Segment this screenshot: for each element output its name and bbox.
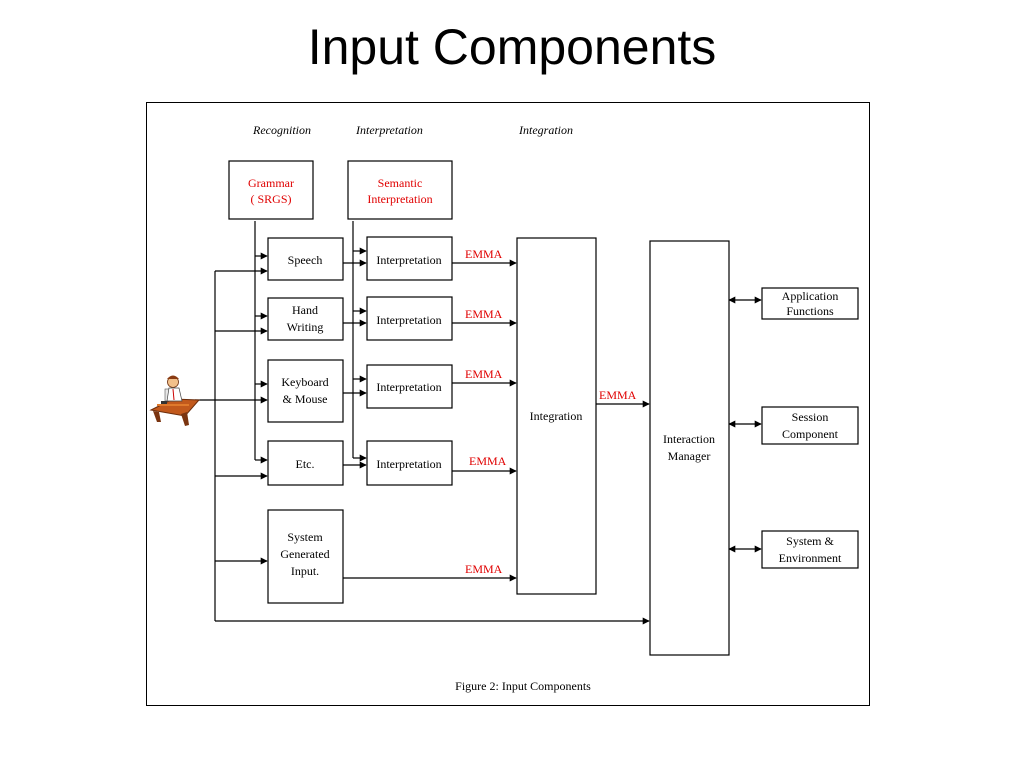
header-recognition: Recognition: [252, 123, 311, 137]
integration-label: Integration: [530, 409, 583, 423]
interaction-manager-label-line2: Manager: [668, 449, 711, 463]
emma-label: EMMA: [465, 367, 503, 381]
interpretation-box-keyboard: [366, 364, 453, 409]
emma-label: EMMA: [465, 562, 503, 576]
system-generated-label-line2: Generated: [280, 547, 329, 561]
speech-box: [267, 237, 344, 281]
grammar-label-line2: ( SRGS): [250, 192, 291, 206]
header-integration: Integration: [518, 123, 573, 137]
session-component-label-line1: Session: [792, 410, 829, 424]
handwriting-box: [267, 297, 344, 341]
system-generated-input-box: [267, 509, 344, 604]
keyboard-label-line2: & Mouse: [283, 392, 328, 406]
emma-label: EMMA: [599, 388, 637, 402]
application-functions-label-line1: Application: [782, 289, 839, 303]
header-interpretation: Interpretation: [355, 123, 423, 137]
interpretation-label-keyboard: Interpretation: [376, 380, 441, 394]
grammar-label-line1: Grammar: [248, 176, 294, 190]
speech-label: Speech: [288, 253, 323, 267]
interpretation-label-handwriting: Interpretation: [376, 313, 441, 327]
interpretation-box-etc: [366, 440, 453, 486]
system-generated-label-line3: Input.: [291, 564, 319, 578]
session-component-label-line2: Component: [782, 427, 839, 441]
semantic-label-line2: Interpretation: [367, 192, 432, 206]
interpretation-box-handwriting: [366, 296, 453, 341]
system-environment-box: [761, 530, 859, 569]
handwriting-label-line2: Writing: [287, 320, 324, 334]
keyboard-mouse-box: [267, 359, 344, 423]
semantic-label-line1: Semantic: [378, 176, 423, 190]
keyboard-label-line1: Keyboard: [281, 375, 328, 389]
interpretation-box-speech: [366, 236, 453, 281]
grammar-box: [228, 160, 314, 220]
system-environment-label-line2: Environment: [779, 551, 842, 565]
diagram-figure: Recognition Interpretation Integration: [146, 102, 870, 706]
emma-label: EMMA: [469, 454, 507, 468]
handwriting-label-line1: Hand: [292, 303, 318, 317]
figure-caption: Figure 2: Input Components: [455, 679, 591, 693]
person-at-desk-icon: [149, 375, 201, 426]
slide-title: Input Components: [307, 19, 717, 75]
system-generated-label-line1: System: [287, 530, 323, 544]
semantic-interpretation-box: [347, 160, 453, 220]
application-functions-label-line2: Functions: [786, 304, 834, 318]
etc-box: [267, 440, 344, 486]
interaction-manager-box: [649, 240, 730, 656]
interpretation-label-etc: Interpretation: [376, 457, 441, 471]
emma-label: EMMA: [465, 247, 503, 261]
emma-label: EMMA: [465, 307, 503, 321]
system-environment-label-line1: System &: [786, 534, 834, 548]
integration-box: [516, 237, 597, 595]
input-components-diagram: Recognition Interpretation Integration: [149, 123, 859, 693]
application-functions-box: [761, 287, 859, 320]
interpretation-label-speech: Interpretation: [376, 253, 441, 267]
session-component-box: [761, 406, 859, 445]
etc-label: Etc.: [296, 457, 315, 471]
interaction-manager-label-line1: Interaction: [663, 432, 715, 446]
